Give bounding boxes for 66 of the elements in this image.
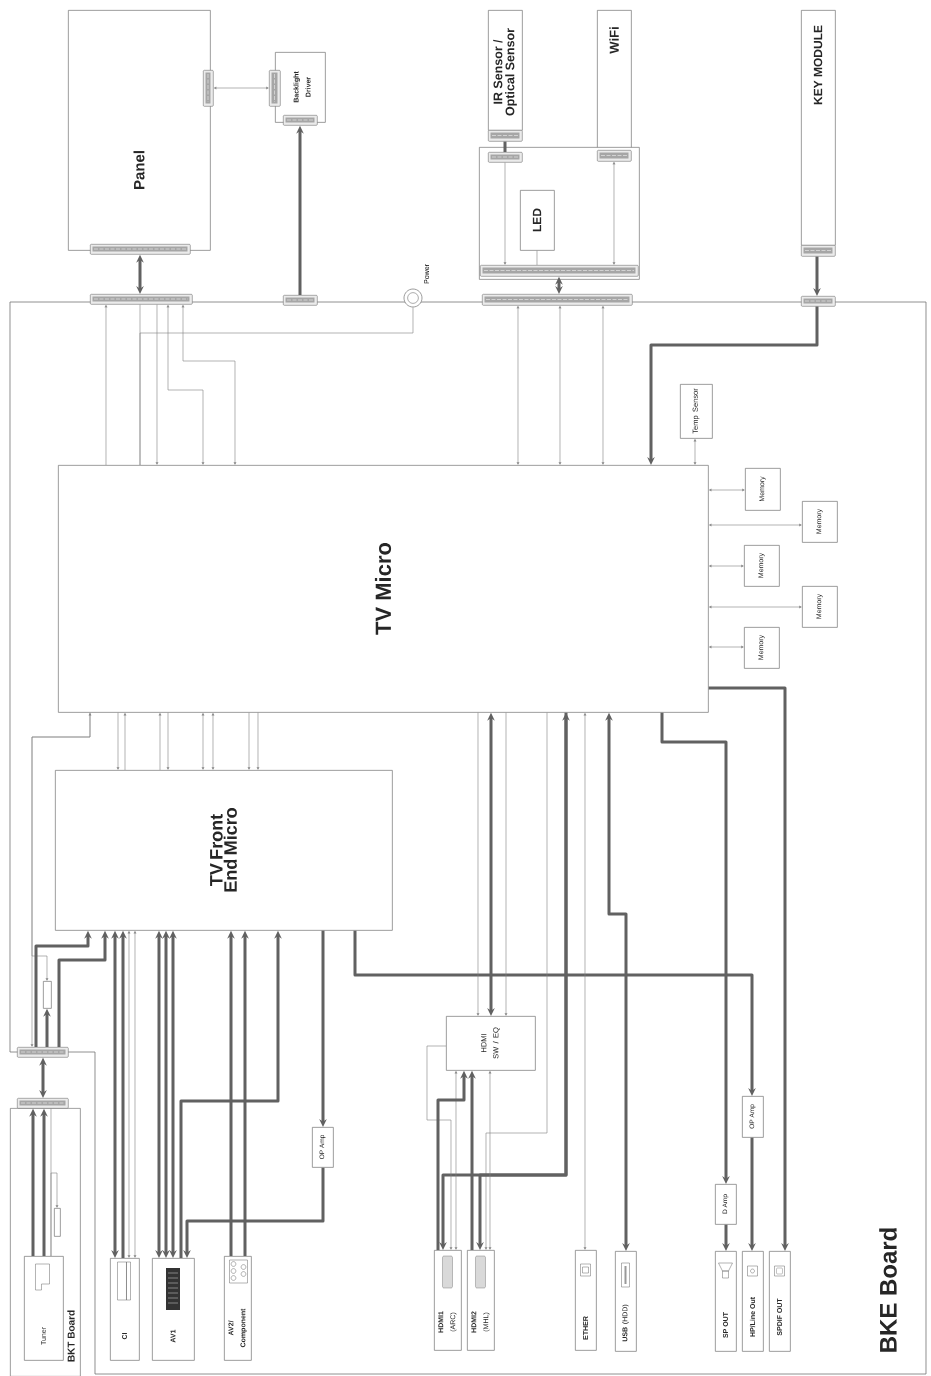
connector [283, 295, 318, 306]
connector [488, 152, 523, 163]
arrow [213, 86, 269, 90]
arrow [709, 523, 802, 527]
arrow [247, 712, 251, 770]
arrow [31, 712, 91, 981]
arrow [476, 712, 480, 1016]
arrow [709, 645, 744, 649]
arrow [612, 161, 616, 265]
connector [17, 1098, 69, 1109]
arrow [166, 712, 170, 770]
arrow [583, 713, 587, 1250]
arrow [158, 713, 162, 771]
arrow [155, 304, 159, 465]
arrow [484, 712, 548, 1250]
arrow [558, 305, 562, 465]
arrow [504, 712, 508, 1016]
arrow [503, 162, 507, 265]
connector [90, 294, 193, 305]
arrow [211, 713, 215, 770]
module-box: WiFi [597, 10, 632, 151]
arrow [30, 713, 92, 1047]
module-box: KEY MODULE [801, 10, 836, 246]
connector [801, 296, 836, 307]
arrow [181, 304, 237, 465]
connector-line [536, 250, 538, 266]
box [54, 1208, 61, 1237]
arrow [166, 304, 205, 465]
panel-box: Panel [68, 10, 211, 251]
connector [203, 70, 214, 107]
arrow [50, 1172, 59, 1257]
arrow [454, 1071, 458, 1250]
arrow [116, 712, 120, 770]
connector [801, 245, 836, 257]
arrow [708, 686, 789, 1251]
connector [269, 70, 281, 107]
connector-line [139, 307, 414, 466]
connector [597, 150, 632, 162]
sensor-box: IR Sensor / Optical Sensor [488, 10, 523, 131]
led-box: LED [520, 190, 555, 251]
box [43, 981, 52, 1009]
arrow [709, 564, 744, 568]
connector [488, 130, 523, 142]
arrow [601, 305, 605, 465]
arrow [353, 930, 756, 1096]
arrow [256, 712, 260, 770]
arrow [516, 305, 520, 465]
arrow [488, 1071, 492, 1250]
connector [17, 1047, 69, 1058]
arrow [133, 931, 137, 1258]
arrow [104, 304, 108, 466]
arrow [709, 605, 802, 609]
arrow [660, 712, 730, 1184]
arrow [709, 488, 745, 492]
arrow [201, 713, 205, 770]
chip-box: TV Micro [58, 465, 709, 713]
arrow [127, 931, 131, 1258]
connector [482, 294, 633, 306]
arrow [426, 1045, 453, 1250]
connector [480, 265, 639, 277]
arrow [693, 439, 697, 465]
arrow [123, 713, 127, 771]
chip-box: TV Front End Micro [55, 770, 393, 931]
connector-line [503, 141, 507, 152]
connector [283, 115, 318, 126]
connector [90, 244, 191, 255]
